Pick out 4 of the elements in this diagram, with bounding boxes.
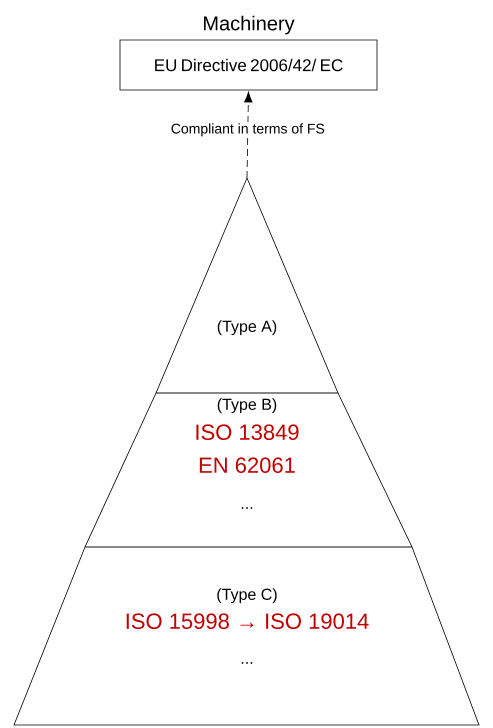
directive-box: EU Directive 2006/42/ EC <box>120 40 378 90</box>
arrow <box>244 92 252 178</box>
edge-label: Compliant in terms of FS <box>172 123 324 136</box>
heading: Machinery <box>204 16 295 34</box>
